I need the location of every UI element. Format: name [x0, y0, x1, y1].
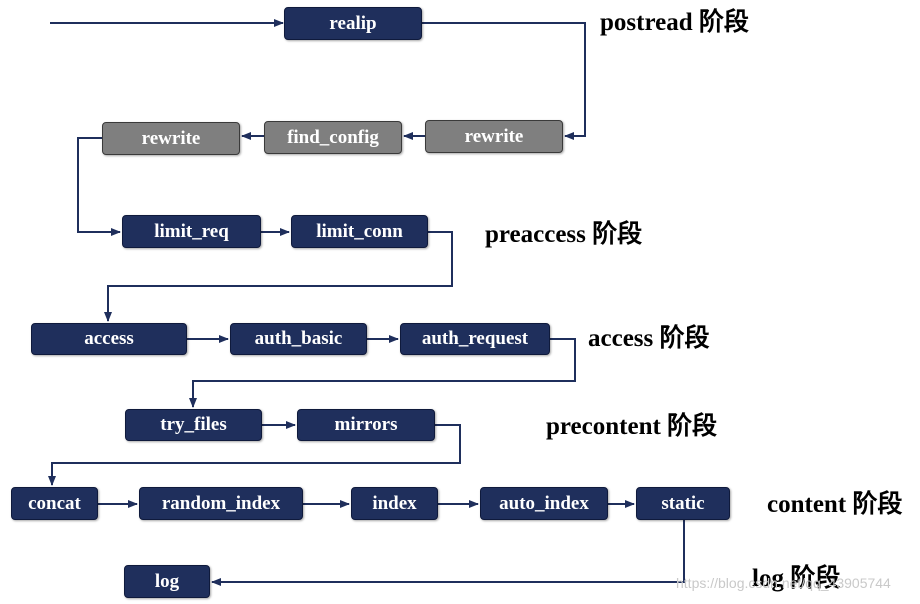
module-auth-basic: auth_basic [230, 323, 367, 355]
watermark: https://blog.csdn.net/qq_43905744 [676, 575, 891, 591]
module-random-index: random_index [139, 487, 303, 520]
module-mirrors: mirrors [297, 409, 435, 441]
module-log: log [124, 565, 210, 598]
module-index: index [351, 487, 438, 520]
module-auth-request: auth_request [400, 323, 550, 355]
arrow-rewrite-to-limit-req [77, 137, 121, 236]
module-access: access [31, 323, 187, 355]
module-limit-conn: limit_conn [291, 215, 428, 248]
arrow-realip-to-rewrite [421, 22, 586, 140]
phase-label-postread: postread 阶段 [600, 9, 749, 36]
module-rewrite-post: rewrite [425, 120, 563, 153]
phase-label-preaccess: preaccess 阶段 [485, 221, 643, 248]
arrow-limit-conn-to-access [104, 231, 453, 322]
module-limit-req: limit_req [122, 215, 261, 248]
phase-label-access: access 阶段 [588, 325, 710, 352]
module-auto-index: auto_index [480, 487, 608, 520]
module-rewrite-server: rewrite [102, 122, 240, 155]
module-concat: concat [11, 487, 98, 520]
phase-label-content: content 阶段 [767, 491, 903, 518]
phase-label-precontent: precontent 阶段 [546, 413, 718, 440]
module-realip: realip [284, 7, 422, 40]
arrow-mirrors-to-concat [48, 424, 461, 486]
module-static: static [636, 487, 730, 520]
arrow-static-to-log [211, 520, 685, 586]
arrow-auth-request-to-try-files [189, 338, 576, 408]
phase-label-log: log 阶段 [752, 565, 841, 592]
module-find-config: find_config [264, 121, 402, 154]
module-try-files: try_files [125, 409, 262, 441]
